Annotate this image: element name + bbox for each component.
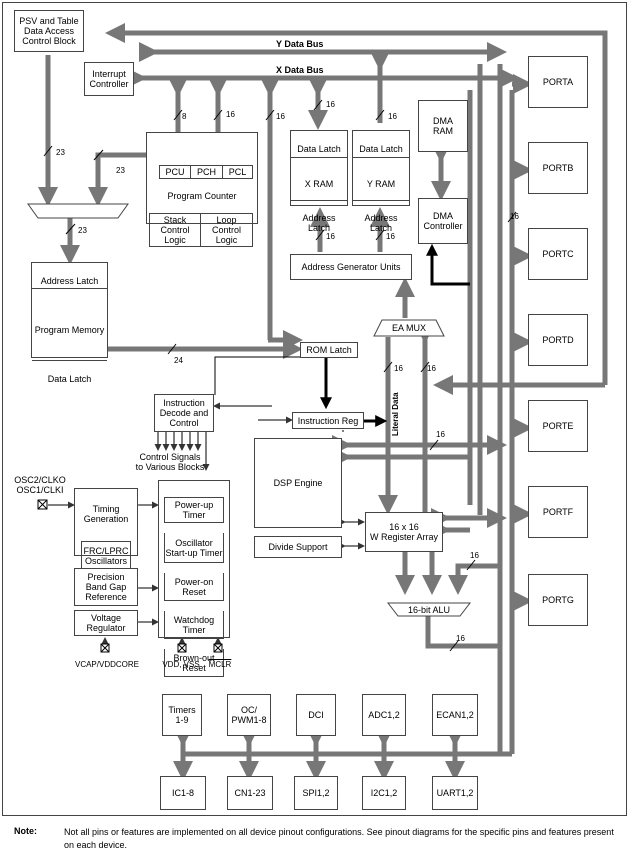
y-ram-block: Data Latch Y RAM Address Latch: [352, 130, 410, 233]
alu-label: 16-bit ALU: [407, 605, 451, 615]
bus-width-psv: 23: [56, 148, 65, 157]
voltage-regulator: Voltage Regulator: [74, 610, 138, 636]
stack-control-logic: Stack Control Logic: [149, 213, 201, 247]
bus-width-dsp: 16: [436, 430, 445, 439]
port-f: PORTF: [528, 486, 588, 538]
x-ram-block: Data Latch X RAM Address Latch: [290, 130, 348, 233]
note-label: Note:: [14, 826, 37, 836]
bus-width-yram: 16: [388, 112, 397, 121]
pcu-register: PCU: [159, 165, 191, 179]
timing-generation: Timing Generation: [83, 504, 129, 524]
power-on-reset: Power-on Reset: [164, 573, 224, 601]
dma-controller: DMA Controller: [418, 198, 468, 244]
peripheral-timers: Timers 1-9: [162, 694, 202, 736]
y-ram: Y RAM: [353, 168, 409, 201]
port-c: PORTC: [528, 228, 588, 280]
bus-width-ea: 16: [427, 364, 436, 373]
alu-shape: [386, 602, 472, 617]
port-g: PORTG: [528, 574, 588, 626]
data-latch: Data Latch: [47, 374, 92, 384]
bus-width-xram: 16: [326, 100, 335, 109]
bus-width-alu-out: 16: [456, 634, 465, 643]
port-a: PORTA: [528, 56, 588, 108]
program-memory: Program Memory: [32, 299, 107, 361]
y-ram-data-latch: Data Latch: [353, 141, 409, 158]
literal-data-label: Literal Data: [391, 392, 400, 436]
peripheral-adc: ADC1,2: [362, 694, 406, 736]
bus-width-mux: 23: [78, 226, 87, 235]
power-up-timer: Power-up Timer: [164, 497, 224, 523]
bus-width-alu-in: 16: [470, 551, 479, 560]
note-text: Not all pins or features are implemented…: [64, 827, 614, 850]
dsp-engine: DSP Engine: [254, 438, 342, 528]
port-d: PORTD: [528, 314, 588, 366]
rom-latch: ROM Latch: [300, 342, 358, 358]
x-data-bus-label: X Data Bus: [276, 65, 324, 75]
peripheral-uart: UART1,2: [432, 776, 478, 810]
reset-timer-group: Power-up Timer Oscillator Start-up Timer…: [158, 480, 230, 677]
peripheral-oc-pwm: OC/ PWM1-8: [227, 694, 271, 736]
program-address-mux: [27, 203, 129, 219]
peripheral-ic: IC1-8: [160, 776, 206, 810]
instruction-register: Instruction Reg: [292, 412, 364, 429]
interrupt-controller: Interrupt Controller: [84, 62, 134, 96]
timing-generation-block: Timing Generation FRC/LPRC Oscillators: [74, 488, 138, 571]
bus-width-agu-y: 16: [386, 232, 395, 241]
bus-width-data-latch: 24: [174, 356, 183, 365]
ea-mux-label: EA MUX: [391, 323, 426, 333]
x-ram: X RAM: [291, 168, 347, 201]
peripheral-i2c: I2C1,2: [362, 776, 406, 810]
instruction-decode-control: Instruction Decode and Control: [154, 394, 214, 432]
program-counter-group: PCU PCH PCL Program Counter Stack Contro…: [146, 132, 258, 247]
port-b: PORTB: [528, 142, 588, 194]
y-ram-address-latch: Address Latch: [364, 213, 398, 233]
peripheral-ecan: ECAN1,2: [432, 694, 478, 736]
x-ram-data-latch: Data Latch: [291, 141, 347, 158]
bus-width-agu-x: 16: [326, 232, 335, 241]
bus-width-pc: 23: [116, 166, 125, 175]
bus-width-rom: 16: [276, 112, 285, 121]
bus-width-ports: 16: [510, 212, 519, 221]
oscillator-pins-label: OSC2/CLKO OSC1/CLKI: [14, 475, 66, 495]
diagram-frame: [2, 2, 627, 816]
peripheral-cn: CN1-23: [227, 776, 273, 810]
oscillator-startup-timer: Oscillator Start-up Timer: [164, 533, 224, 563]
ea-mux-shape: [373, 319, 445, 337]
bus-width-pch: 8: [182, 112, 187, 121]
bus-width-pcl: 16: [226, 110, 235, 119]
peripheral-dci: DCI: [296, 694, 336, 736]
w-register-array: 16 x 16 W Register Array: [365, 512, 443, 552]
frc-lprc-oscillators: FRC/LPRC Oscillators: [81, 541, 131, 571]
address-latch: Address Latch: [32, 273, 107, 289]
dma-ram: DMA RAM: [418, 100, 468, 152]
watchdog-timer: Watchdog Timer: [164, 611, 224, 639]
x-ram-address-latch: Address Latch: [302, 213, 336, 233]
pch-register: PCH: [191, 165, 223, 179]
loop-control-logic: Loop Control Logic: [201, 213, 253, 247]
peripheral-spi: SPI1,2: [294, 776, 338, 810]
vdd-vss-pin-label: VDD, VSS: [162, 660, 200, 669]
psv-table-block: PSV and Table Data Access Control Block: [14, 10, 84, 52]
port-e: PORTE: [528, 400, 588, 452]
y-data-bus-label: Y Data Bus: [276, 39, 324, 49]
bus-width-literal: 16: [394, 364, 403, 373]
mclr-pin-label: MCLR: [208, 660, 232, 669]
pcl-register: PCL: [223, 165, 253, 179]
program-memory-block: Address Latch Program Memory Data Latch: [31, 262, 108, 384]
address-generator-units: Address Generator Units: [290, 254, 412, 280]
precision-band-gap: Precision Band Gap Reference: [74, 568, 138, 606]
program-counter-label: Program Counter: [167, 191, 237, 201]
control-signals-label: Control Signals to Various Blocks: [135, 452, 205, 472]
vcap-pin-label: VCAP/VDDCORE: [74, 660, 139, 669]
divide-support: Divide Support: [254, 536, 342, 558]
